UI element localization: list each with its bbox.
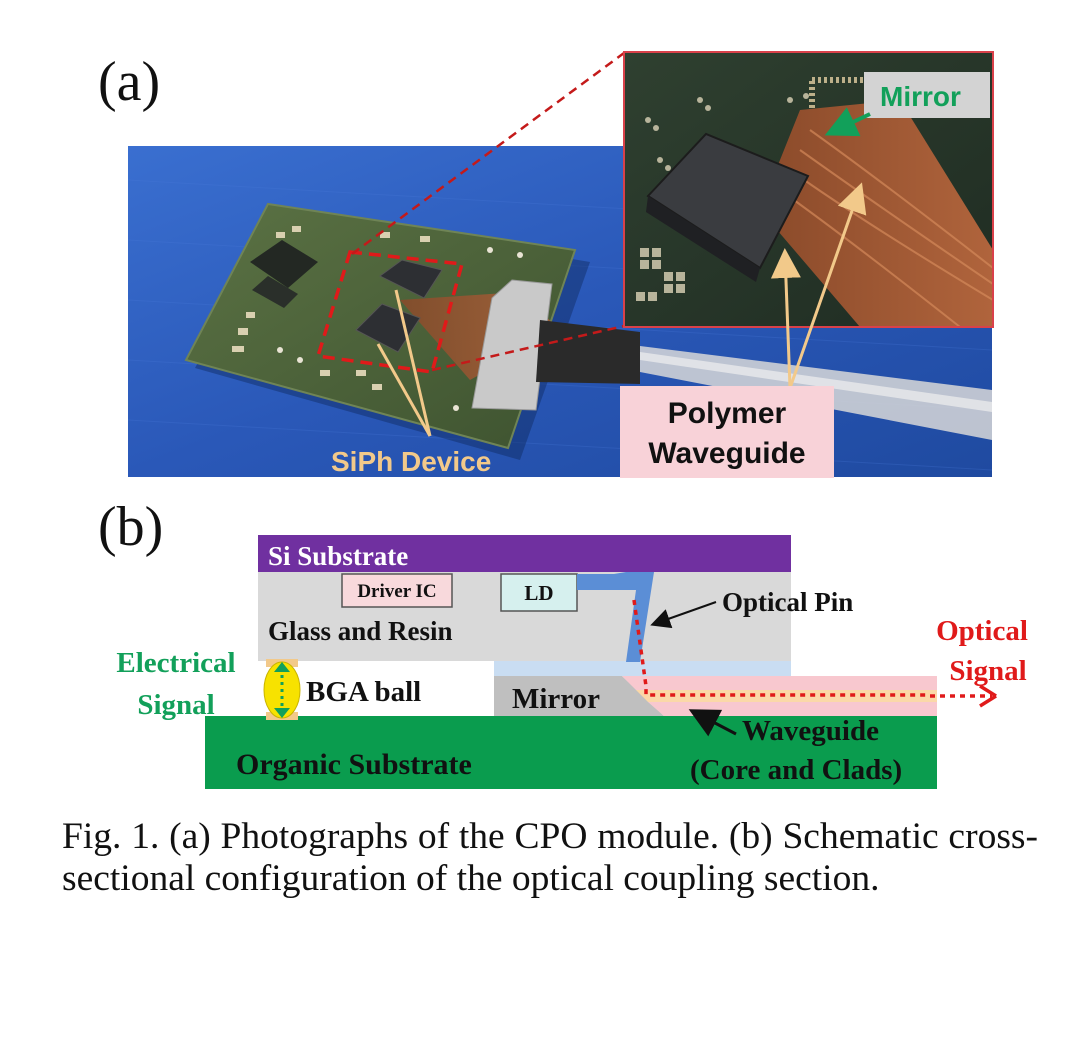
optical-pin bbox=[577, 572, 654, 662]
optical-path bbox=[632, 599, 928, 697]
mirror-callout-label: Mirror bbox=[880, 81, 961, 112]
polymer-callout-line2: Waveguide bbox=[648, 437, 805, 470]
siph-chip-lower bbox=[355, 303, 421, 353]
panel-a-label: (a) bbox=[98, 51, 160, 113]
waveguide-clad-upper bbox=[622, 676, 937, 690]
driver-ic-label: Driver IC bbox=[357, 581, 436, 602]
ld-label: LD bbox=[524, 581, 553, 605]
mirror-block bbox=[494, 676, 664, 716]
organic-substrate-label: Organic Substrate bbox=[236, 748, 472, 781]
driver-ic-block bbox=[341, 573, 453, 608]
polymer-callout-line1: Polymer bbox=[668, 397, 787, 430]
waveguide-core bbox=[636, 690, 937, 702]
electrical-signal-label-2: Signal bbox=[137, 689, 214, 721]
waveguide-label: Waveguide bbox=[742, 715, 879, 747]
underfill-layer bbox=[494, 661, 791, 676]
optical-signal-label-2: Signal bbox=[949, 655, 1026, 687]
ld-block bbox=[500, 573, 578, 612]
figure-caption: Fig. 1. (a) Photographs of the CPO modul… bbox=[62, 816, 1038, 899]
inset-chip bbox=[646, 132, 810, 270]
siph-chip-upper bbox=[379, 259, 443, 299]
organic-substrate-layer bbox=[205, 716, 937, 789]
mirror-label: Mirror bbox=[512, 683, 600, 715]
polymer-waveguide-callout: Polymer Waveguide bbox=[620, 386, 834, 478]
glass-resin-label: Glass and Resin bbox=[268, 616, 453, 646]
optical-pin-label: Optical Pin bbox=[722, 587, 853, 617]
waveguide-sublabel: (Core and Clads) bbox=[690, 754, 902, 786]
waveguide-clad-lower bbox=[648, 702, 937, 716]
si-substrate-layer bbox=[258, 535, 791, 572]
bga-ball-label: BGA ball bbox=[306, 676, 421, 708]
panel-b-label: (b) bbox=[98, 496, 163, 558]
siph-device-label: SiPh Device bbox=[331, 446, 491, 477]
mirror-callout: Mirror bbox=[824, 72, 990, 137]
optical-signal-label-1: Optical bbox=[936, 615, 1028, 647]
si-substrate-label: Si Substrate bbox=[268, 541, 408, 571]
electrical-signal-label-1: Electrical bbox=[116, 647, 235, 679]
